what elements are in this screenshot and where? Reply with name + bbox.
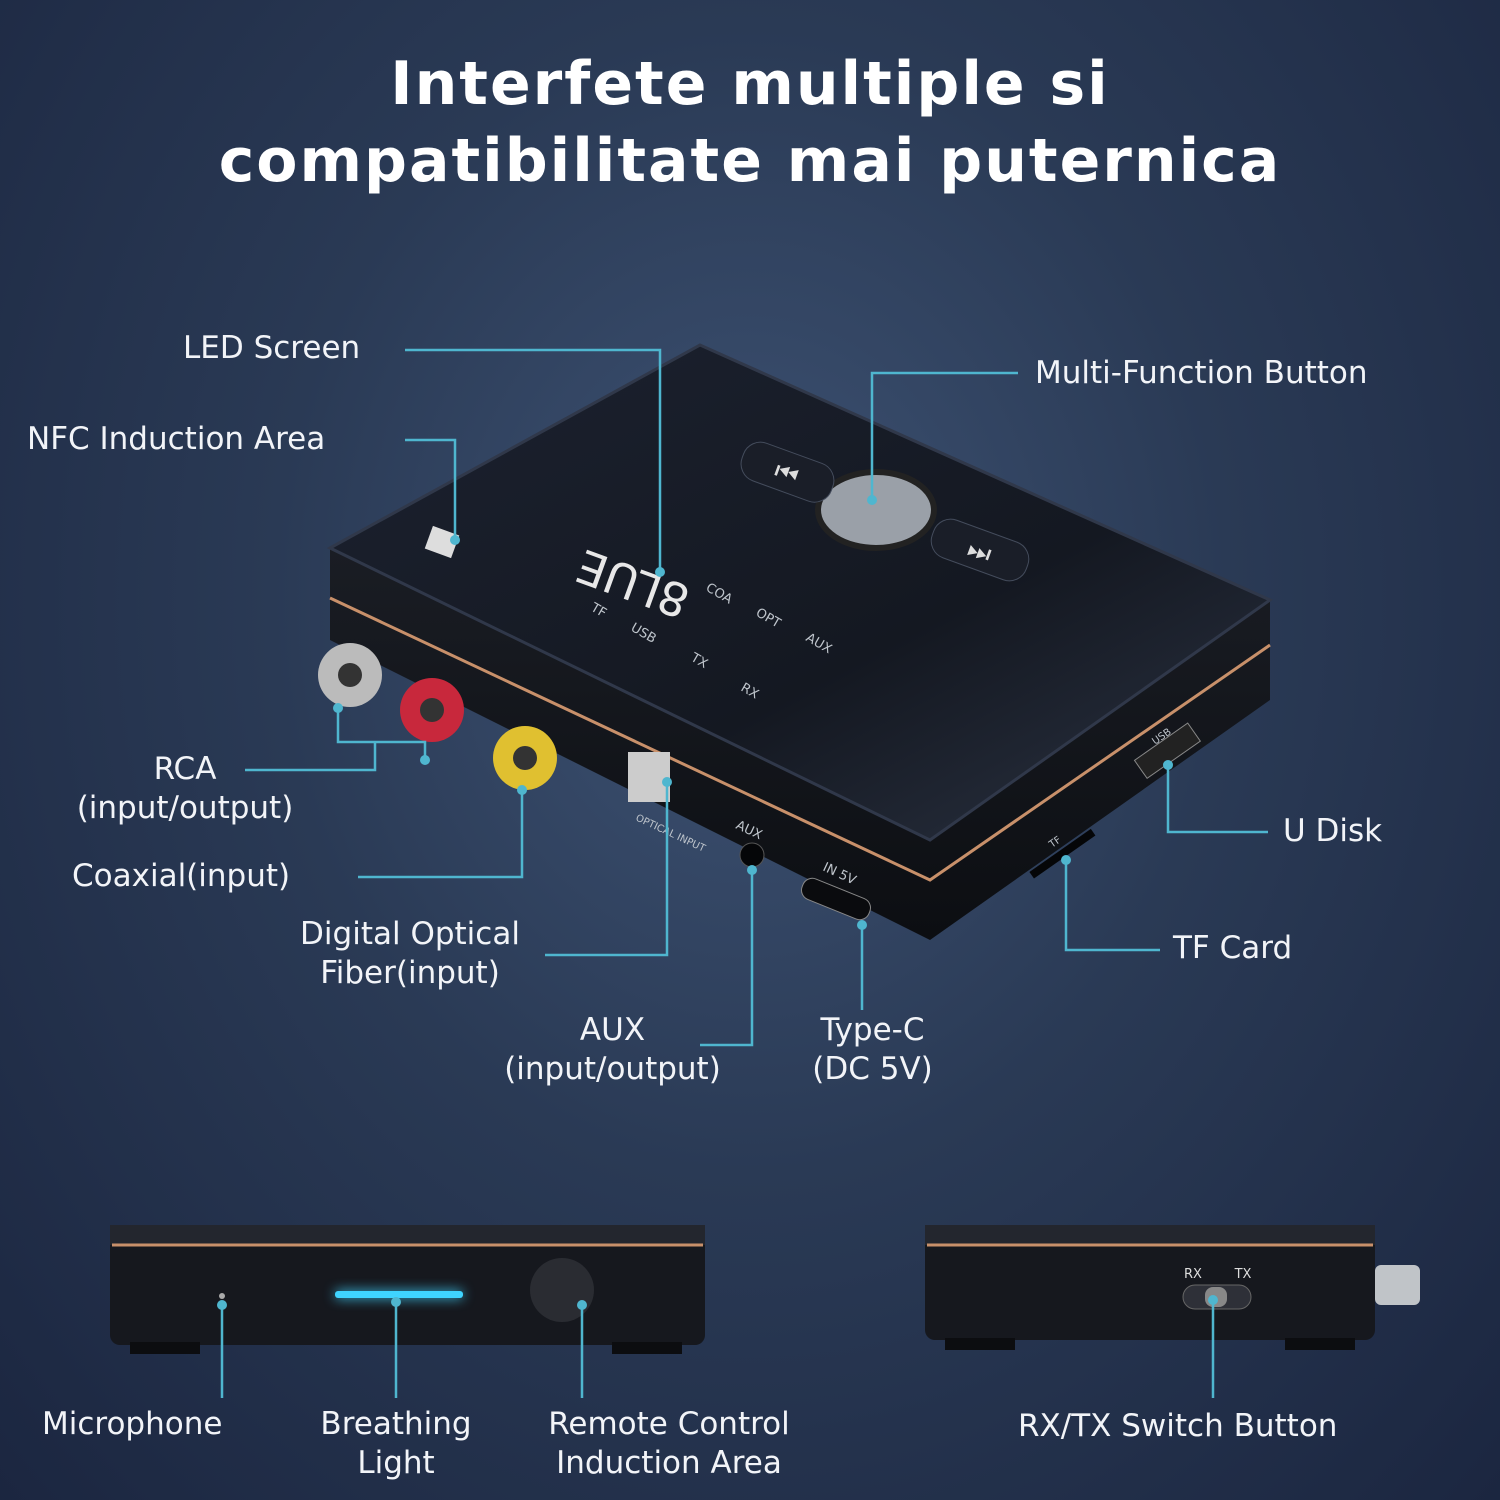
tf-slot: [1029, 828, 1096, 879]
label-coaxial: Coaxial(input): [72, 858, 291, 894]
label-rx-tx-switch: RX/TX Switch Button: [1018, 1408, 1338, 1444]
label-type-c: Type-C(DC 5V): [795, 1011, 950, 1089]
front-view-device: [110, 1225, 705, 1354]
label-multi-function: Multi-Function Button: [1035, 355, 1368, 391]
label-breathing-line1: Breathing: [320, 1406, 472, 1442]
led-tf: TF: [587, 600, 609, 621]
type-c-port: [801, 877, 871, 921]
label-optical-line2: Fiber(input): [320, 955, 500, 991]
usb-port: [1133, 722, 1202, 780]
label-optical-line1: Digital Optical: [300, 916, 520, 952]
headline-line-1: Interfete multiple si: [390, 49, 1110, 119]
label-u-disk: U Disk: [1283, 813, 1383, 849]
breathing-light: [335, 1291, 463, 1298]
label-nfc: NFC Induction Area: [27, 421, 326, 457]
label-aux-line2: (input/output): [504, 1051, 721, 1087]
optical-port: [628, 752, 670, 802]
label-typec-line2: (DC 5V): [812, 1051, 933, 1087]
aux-port: [739, 842, 765, 868]
callout-lines: [220, 348, 1268, 1398]
label-remote-line1: Remote Control: [548, 1406, 790, 1442]
label-led-screen: LED Screen: [183, 330, 361, 366]
next-track-button: [930, 518, 1030, 582]
multi-function-button: [815, 469, 937, 551]
label-rca: RCA(input/output): [45, 750, 325, 828]
label-remote-line2: Induction Area: [556, 1445, 782, 1481]
label-typec-line1: Type-C: [820, 1012, 925, 1048]
remote-induction-area: [530, 1258, 594, 1322]
label-rca-line2: (input/output): [76, 790, 294, 826]
label-aux-line1: AUX: [579, 1012, 646, 1048]
label-breathing-line2: Light: [357, 1445, 435, 1481]
label-tf-card: TF Card: [1173, 930, 1293, 966]
side-view-device: RX TX: [925, 1225, 1420, 1350]
label-aux: AUX(input/output): [470, 1011, 755, 1089]
main-device: ⏮ ⏭ 8LUE RX TX USB TF AUX OPT COA OPTICA…: [318, 343, 1274, 940]
previous-track-button: [740, 441, 835, 503]
headline-line-2: compatibilitate mai puternica: [218, 126, 1282, 196]
switch-rx-label: RX: [1184, 1267, 1202, 1282]
label-rca-line1: RCA: [153, 751, 217, 787]
nfc-icon: [424, 525, 460, 559]
microphone-hole: [219, 1293, 225, 1299]
label-microphone: Microphone: [42, 1406, 223, 1442]
switch-tx-label: TX: [1234, 1267, 1252, 1282]
